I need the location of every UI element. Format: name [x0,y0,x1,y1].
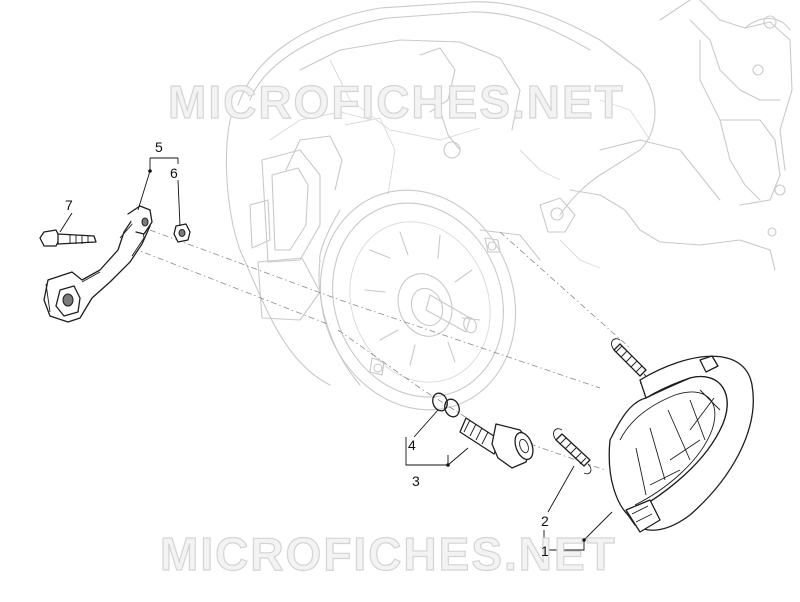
brake-lever-part [43,205,153,323]
brake-shoe-part [608,355,754,533]
callout-4: 4 [408,437,416,453]
bolt-part [39,229,97,247]
callout-2: 2 [541,513,549,529]
alignment-lines [119,229,631,471]
callout-3: 3 [412,473,420,489]
callout-5: 5 [155,139,163,155]
callout-6: 6 [170,165,178,181]
callout-numbers: 5 6 7 4 3 2 1 [65,139,549,559]
callout-1: 1 [541,543,549,559]
o-ring-part [432,392,460,418]
watermark-top: MICROFICHES.NET [168,76,625,128]
cam-shaft-part [459,417,534,469]
callout-7: 7 [65,197,73,213]
leader-lines [59,157,613,551]
watermark-bottom: MICROFICHES.NET [160,528,617,580]
nut-part [173,223,191,243]
engine-case-ghost [225,0,793,386]
brake-drum-ghost [318,189,517,411]
spring-part [553,338,648,475]
